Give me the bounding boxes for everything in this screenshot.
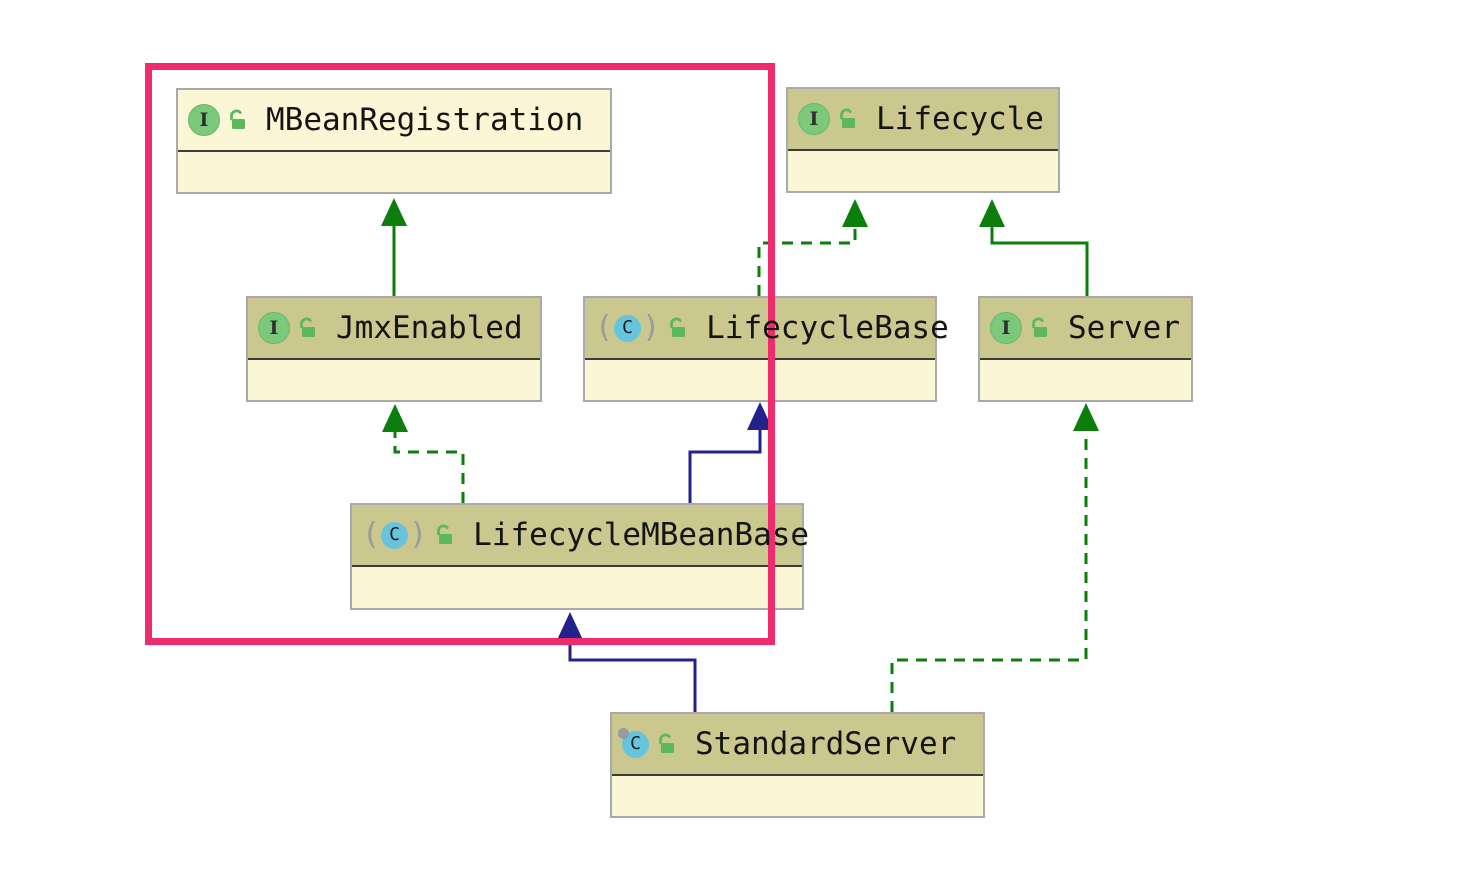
node-header: C LifecycleMBeanBase (352, 505, 809, 567)
public-unlocked-icon (840, 108, 855, 128)
node-label: StandardServer (695, 725, 957, 762)
node-header: C StandardServer (612, 714, 983, 776)
node-body (248, 360, 540, 400)
abstract-class-icon: C (595, 313, 660, 343)
interface-icon-letter: I (269, 316, 279, 339)
interface-icon-letter: I (199, 108, 209, 131)
node-label: JmxEnabled (336, 309, 523, 346)
node-header: I Lifecycle (788, 89, 1058, 151)
arrowhead-extends-mbeanregistration (381, 198, 407, 226)
public-unlocked-icon (437, 524, 453, 544)
node-body (612, 776, 983, 816)
arrowhead-extends-lifecyclembeanbase (557, 612, 583, 640)
class-node-server[interactable]: I Server (978, 296, 1193, 402)
node-body (352, 567, 802, 607)
arrowhead-extends-lifecyclebase (747, 402, 773, 430)
node-label: LifecycleMBeanBase (473, 516, 810, 553)
edge-standardserver-extends-lifecyclembeanbase (568, 640, 697, 712)
node-label: LifecycleBase (706, 309, 949, 346)
class-icon-letter: C (630, 733, 641, 754)
class-node-mbeanregistration[interactable]: I MBeanRegistration (176, 88, 612, 194)
node-body (585, 360, 935, 400)
abstract-class-icon: C (362, 520, 427, 550)
class-node-standardserver[interactable]: C StandardServer (610, 712, 985, 818)
class-icon: C (618, 727, 649, 758)
public-unlocked-icon (670, 317, 686, 337)
edge-lifecyclembeanbase-extends-lifecyclebase (688, 430, 762, 503)
node-label: MBeanRegistration (266, 101, 584, 138)
node-body (788, 151, 1058, 191)
node-header: I Server (980, 298, 1191, 360)
class-node-lifecyclebase[interactable]: C LifecycleBase (583, 296, 949, 402)
node-body (980, 360, 1191, 400)
interface-icon: I (990, 312, 1022, 344)
arrowhead-extends-lifecycle (979, 199, 1005, 227)
node-label: Lifecycle (876, 100, 1044, 137)
class-icon-badge (618, 727, 629, 739)
class-node-lifecyclembeanbase[interactable]: C LifecycleMBeanBase (350, 503, 809, 610)
interface-icon-letter: I (809, 107, 819, 130)
public-unlocked-icon (659, 733, 674, 753)
node-header: I JmxEnabled (248, 298, 540, 360)
node-header: C LifecycleBase (585, 298, 949, 360)
edge-lifecyclembeanbase-implements-jmxenabled (393, 432, 465, 503)
arrowhead-implements-lifecycle (842, 199, 868, 227)
edge-server-extends-lifecycle (990, 227, 1089, 296)
interface-icon-letter: I (1001, 316, 1011, 339)
node-body (178, 152, 610, 192)
edge-standardserver-implements-server (890, 431, 1088, 712)
interface-icon: I (258, 312, 290, 344)
public-unlocked-icon (300, 317, 315, 337)
interface-icon: I (798, 103, 830, 135)
class-icon-letter: C (622, 317, 633, 338)
class-node-lifecycle[interactable]: I Lifecycle (786, 87, 1060, 193)
arrowhead-implements-server (1073, 403, 1099, 431)
public-unlocked-icon (1032, 317, 1047, 337)
interface-icon: I (188, 104, 220, 136)
edge-lifecyclebase-implements-lifecycle (757, 227, 857, 296)
class-icon-letter: C (389, 524, 400, 545)
arrowhead-implements-jmxenabled (382, 404, 408, 432)
public-unlocked-icon (230, 109, 245, 129)
node-header: I MBeanRegistration (178, 90, 610, 152)
node-label: Server (1068, 309, 1180, 346)
class-node-jmxenabled[interactable]: I JmxEnabled (246, 296, 542, 402)
